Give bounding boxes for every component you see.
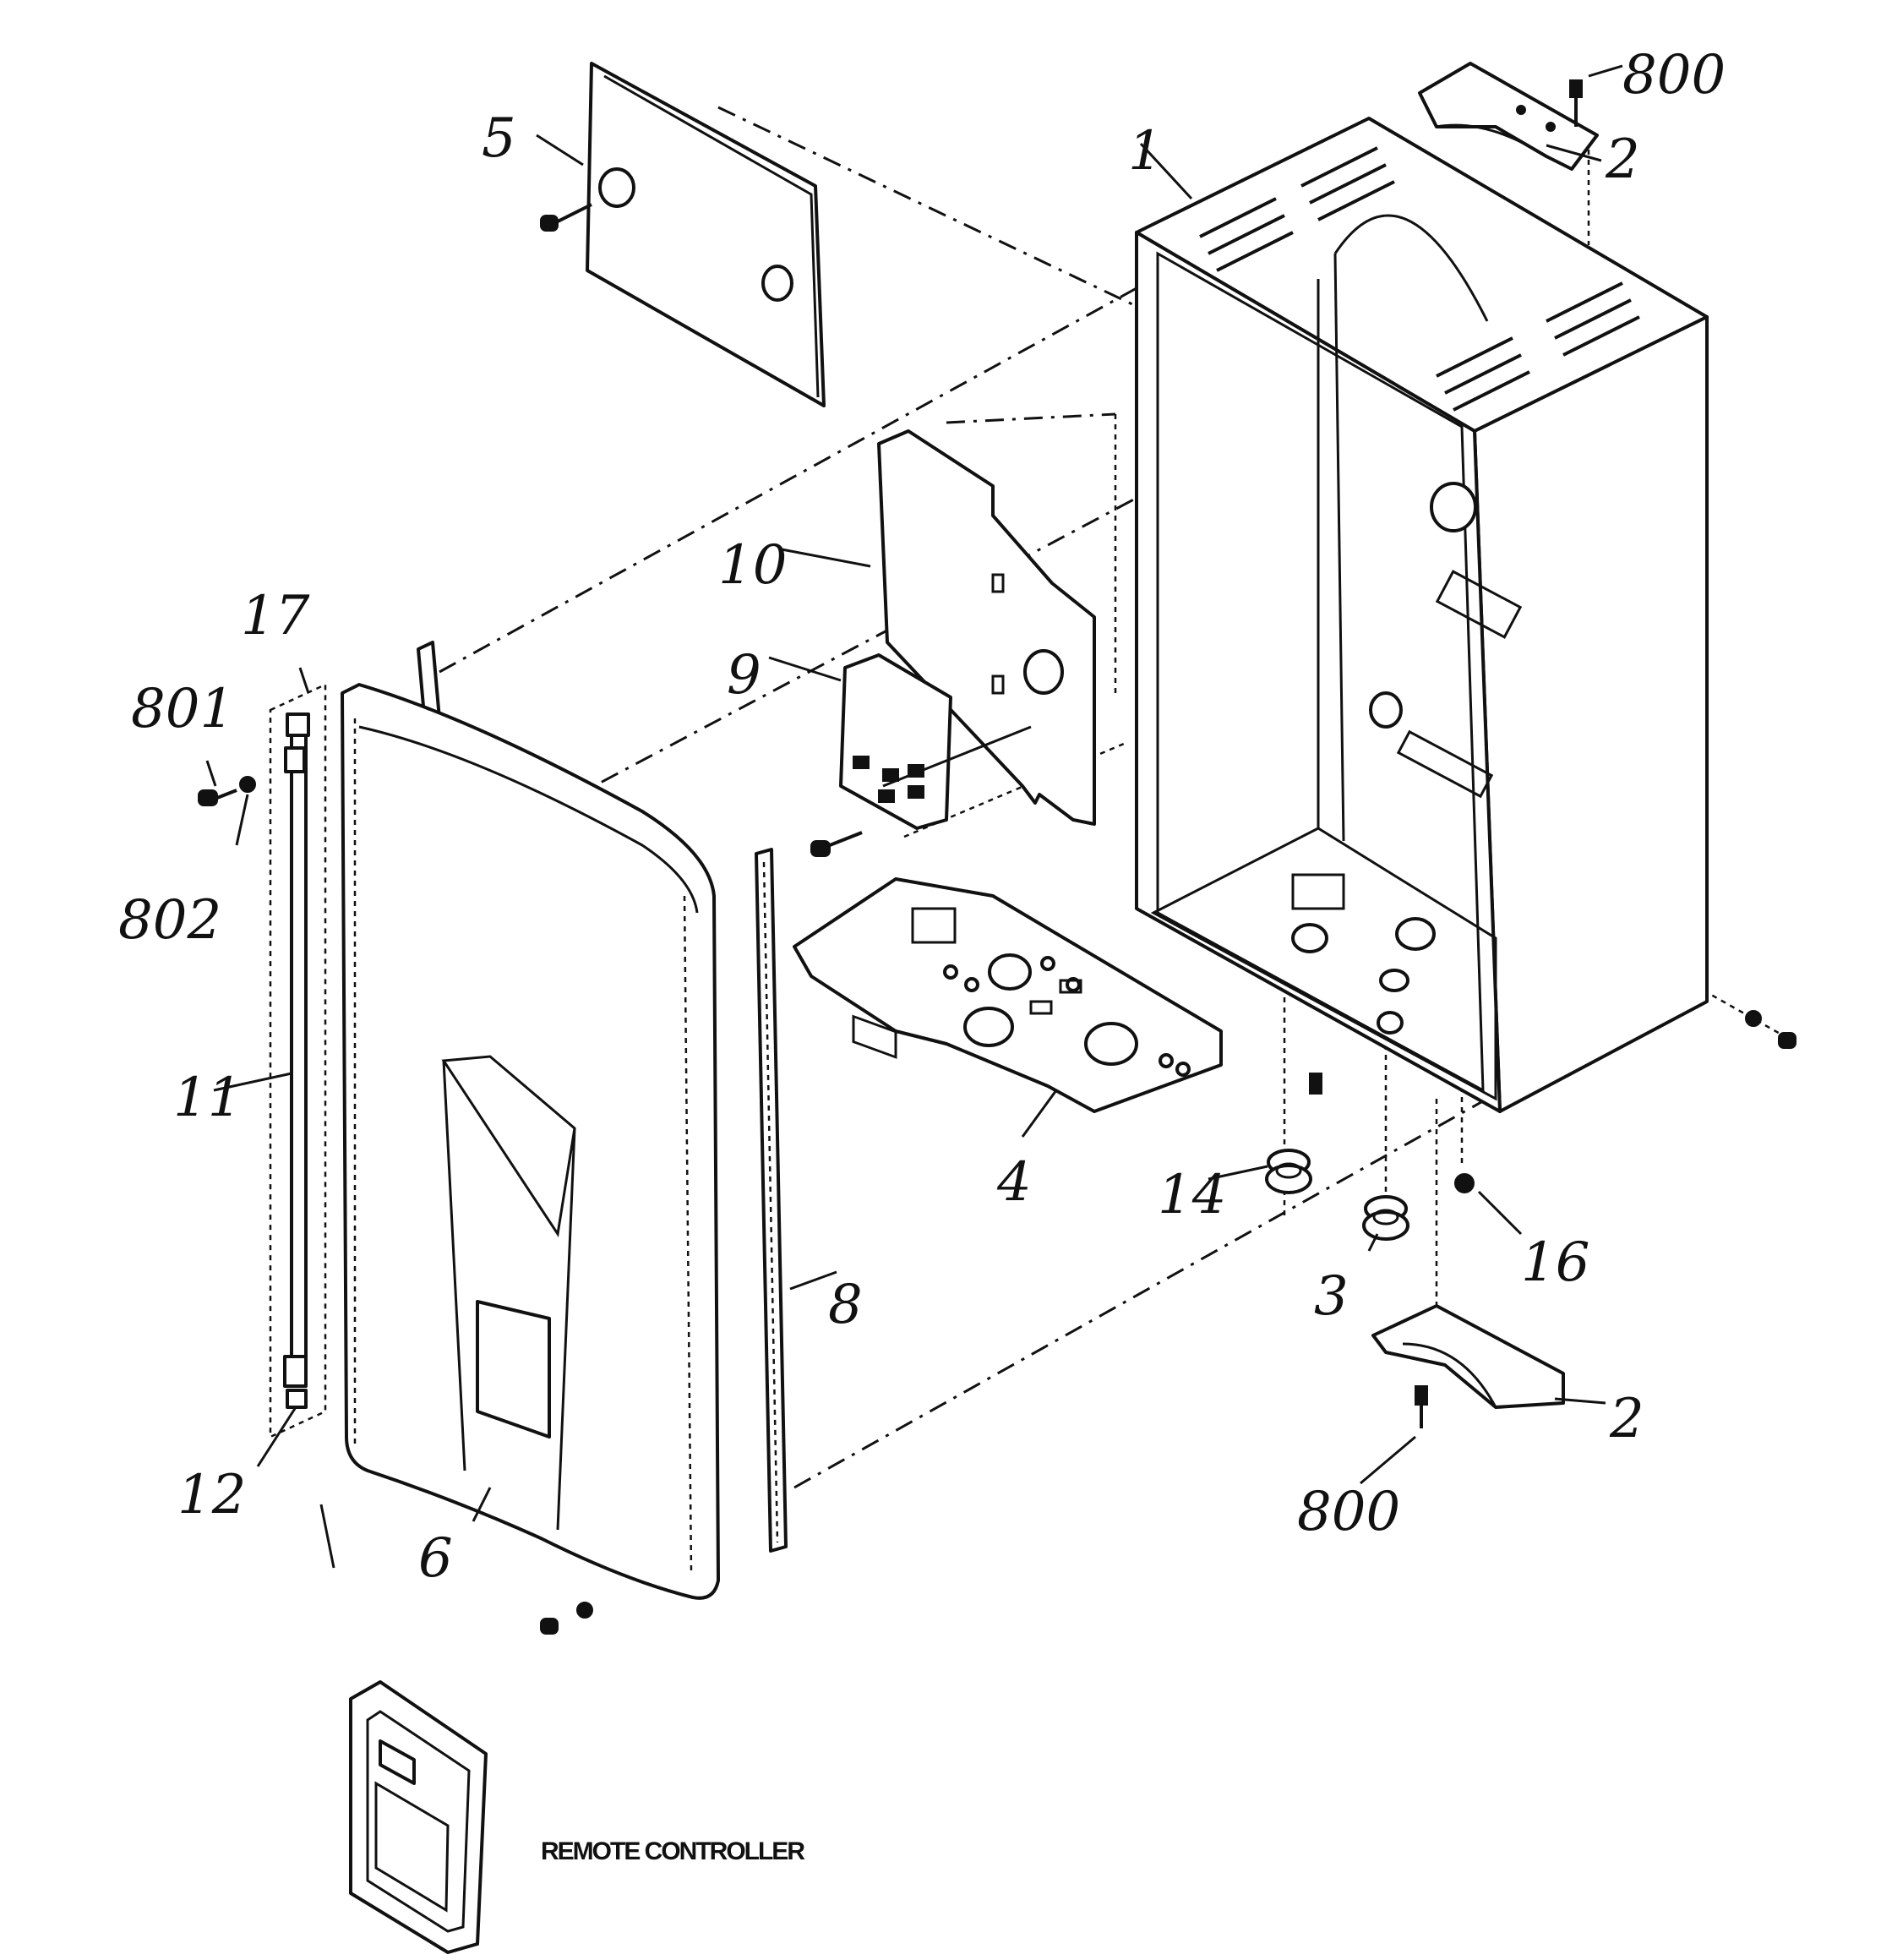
- callout-800-top: 800: [1622, 44, 1726, 106]
- screw-800-top: [1569, 79, 1583, 127]
- callout-2-bottom: 2: [1609, 1388, 1644, 1450]
- screw-panel-5: [540, 203, 592, 232]
- remote-controller-caption: REMOTE CONTROLLER: [541, 1837, 805, 1865]
- bottom-base-plate: [793, 877, 1223, 1113]
- callout-11: 11: [173, 1067, 242, 1129]
- callout-6: 6: [418, 1527, 453, 1590]
- remote-controller: [349, 1680, 488, 1954]
- side-trim-strip: [755, 848, 788, 1553]
- grommet-3: [1362, 1195, 1409, 1241]
- callout-17: 17: [241, 585, 310, 647]
- cabinet-vent-slots: [1199, 146, 1640, 412]
- screw-control-panel: [810, 831, 863, 857]
- callout-4: 4: [996, 1151, 1032, 1214]
- mounting-bracket-top: [1418, 62, 1599, 171]
- callout-2-top: 2: [1605, 128, 1640, 191]
- bushing-16: [1454, 1173, 1475, 1193]
- callout-10: 10: [718, 534, 787, 597]
- side-rail-assembly: [269, 683, 327, 1439]
- screw-cabinet-right: [1745, 1010, 1796, 1049]
- screw-base: [1309, 1073, 1322, 1095]
- callout-labels: 1 2 800 5 10 9 4 8 6 12 11 17 801 802 14…: [118, 44, 1726, 1590]
- callout-801: 801: [131, 678, 234, 740]
- mounting-bracket-bottom: [1371, 1304, 1565, 1409]
- front-cover: [341, 683, 720, 1600]
- cabinet-housing: [1135, 117, 1709, 1113]
- hardware-fasteners: [198, 79, 1796, 1635]
- screw-801: [198, 776, 256, 806]
- screw-800-bottom: [1415, 1385, 1428, 1428]
- callout-3: 3: [1314, 1265, 1349, 1328]
- callout-9: 9: [727, 644, 761, 707]
- callout-802: 802: [118, 889, 221, 952]
- callout-16: 16: [1521, 1231, 1589, 1294]
- callout-8: 8: [828, 1274, 863, 1336]
- upper-cover-panel: [586, 62, 826, 407]
- callout-12: 12: [177, 1464, 246, 1526]
- control-panel-unit: [839, 653, 952, 1059]
- callout-leaders: [205, 64, 1623, 1569]
- callout-5: 5: [482, 107, 516, 170]
- grommet-14: [1265, 1149, 1312, 1194]
- inner-mounting-plate: [877, 429, 1096, 826]
- callout-800-bottom: 800: [1297, 1481, 1400, 1543]
- callout-14: 14: [1158, 1164, 1226, 1226]
- screw-front-cover: [540, 1602, 593, 1635]
- callout-1: 1: [1128, 120, 1163, 183]
